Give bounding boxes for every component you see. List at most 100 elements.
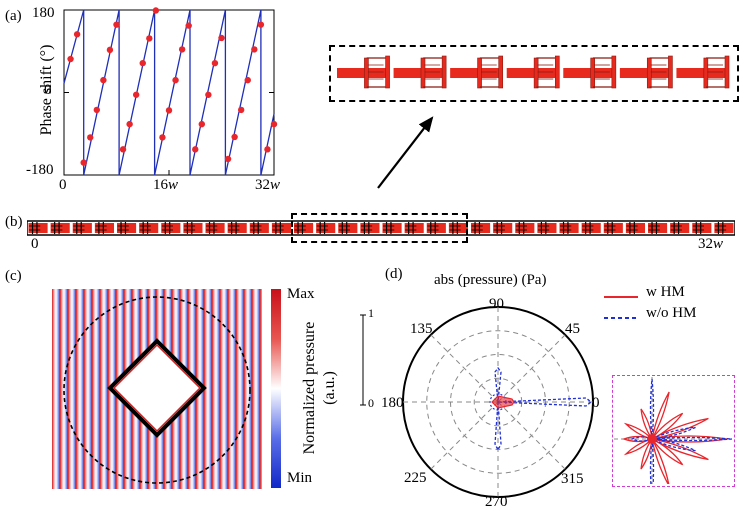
phase-point: [218, 34, 225, 42]
phase-point: [205, 91, 212, 98]
inset-wo-hm-lobe: [651, 438, 696, 452]
phase-point: [172, 76, 179, 84]
polar-grid-spoke: [430, 401, 499, 470]
wo-hm-lobe: [497, 397, 593, 407]
metasurface-strip: [27, 220, 735, 236]
zoomed-metasurface: [337, 55, 730, 89]
zoom-unit-cell: [450, 55, 504, 89]
inset-wo-hm-lobe: [649, 438, 655, 484]
polar-grid-ring: [473, 377, 523, 427]
inset-w-hm-lobe: [651, 438, 709, 461]
inset-w-hm-lobe: [651, 412, 684, 440]
unit-cell: [360, 222, 380, 234]
unit-cell: [94, 222, 114, 234]
unit-cell: [338, 222, 358, 234]
polar-plot: [402, 306, 594, 498]
unit-cell: [537, 222, 557, 234]
angle-225: 225: [404, 470, 427, 486]
inset-w-hm-lobe: [651, 417, 709, 440]
colorbar-title-line2: (a.u.): [321, 371, 338, 405]
strip-end-label: 32w: [698, 236, 724, 252]
angle-45: 45: [565, 321, 580, 337]
phase-point: [178, 46, 186, 53]
zoom-unit-cell: [676, 55, 730, 89]
unit-cell: [471, 222, 491, 234]
inset-w-hm-lobe: [651, 438, 670, 484]
phase-point: [237, 106, 245, 114]
unit-cell: [183, 222, 203, 234]
unit-cell: [117, 222, 137, 234]
phase-point: [67, 55, 74, 63]
phase-point: [146, 35, 153, 42]
angle-90: 90: [489, 296, 504, 312]
phase-line: [63, 9, 275, 176]
unit-cell: [648, 222, 668, 234]
phase-point: [100, 76, 107, 84]
unit-cell: [294, 222, 314, 234]
unit-cell: [316, 222, 336, 234]
zoom-unit-cell: [393, 55, 447, 89]
unit-cell: [714, 222, 734, 234]
panel-a-xtick-16: 16w: [153, 177, 179, 193]
phase-point: [264, 146, 271, 153]
phase-point: [126, 120, 133, 128]
inset-w-hm-lobe: [640, 408, 653, 440]
phase-point: [211, 59, 219, 67]
unit-cell: [382, 222, 402, 234]
unit-cell: [559, 222, 579, 234]
phase-point: [159, 134, 166, 141]
radial-scale: [360, 314, 366, 406]
unit-cell: [249, 222, 269, 234]
radial-scale-top: 1: [368, 306, 374, 320]
angle-180: 180: [381, 395, 404, 411]
zoom-arrow: [377, 116, 434, 189]
polar-inset-plot: [614, 377, 732, 484]
unit-cell: [603, 222, 623, 234]
phase-point: [93, 106, 101, 114]
inset-w-hm-lobe: [623, 422, 655, 441]
zoom-box: [329, 45, 739, 102]
phase-point: [87, 134, 94, 141]
angle-270: 270: [485, 494, 508, 510]
polar-grid-spoke: [497, 334, 566, 403]
inset-wo-hm-lobe: [651, 436, 732, 442]
phase-point: [251, 46, 258, 53]
panel-c-label: (c): [5, 268, 22, 284]
phase-point: [257, 21, 265, 28]
angle-0: 0: [592, 395, 600, 411]
angle-315: 315: [561, 471, 584, 487]
phase-point: [119, 146, 127, 153]
unit-cell: [28, 222, 48, 234]
radial-scale-bottom: 0: [368, 396, 374, 410]
polar-grid-spoke: [430, 334, 499, 403]
legend-line-w-hm: [604, 296, 638, 298]
unit-cell: [50, 222, 70, 234]
boundary-circle: [63, 296, 251, 484]
unit-cell: [692, 222, 712, 234]
zoom-unit-cell: [337, 55, 390, 89]
unit-cell: [625, 222, 645, 234]
colorbar-min-label: Min: [287, 470, 313, 486]
legend-label-wo-hm: w/o HM: [646, 305, 697, 321]
unit-cell: [581, 222, 601, 234]
phase-point: [198, 120, 206, 128]
phase-point: [152, 7, 160, 14]
inset-wo-hm-lobe: [649, 378, 655, 440]
panel-a-ytick-0: 0: [44, 82, 52, 98]
phase-point: [73, 31, 81, 38]
panel-a-xtick-0: 0: [59, 177, 67, 193]
legend-line-wo-hm: [604, 317, 638, 319]
polar-grid-ring: [426, 330, 570, 474]
phase-point: [80, 159, 87, 166]
phase-point: [165, 107, 173, 114]
panel-a-ytick-180: 180: [32, 5, 55, 21]
phase-point: [185, 22, 192, 29]
zoom-unit-cell: [506, 55, 560, 89]
polar-inset: [612, 375, 735, 487]
strip-start-label: 0: [31, 236, 39, 252]
inset-wo-hm-lobe: [651, 426, 696, 440]
inset-w-hm-lobe: [640, 438, 653, 470]
unit-cell: [493, 222, 513, 234]
unit-cell: [161, 222, 181, 234]
zoom-unit-cell: [563, 55, 617, 89]
